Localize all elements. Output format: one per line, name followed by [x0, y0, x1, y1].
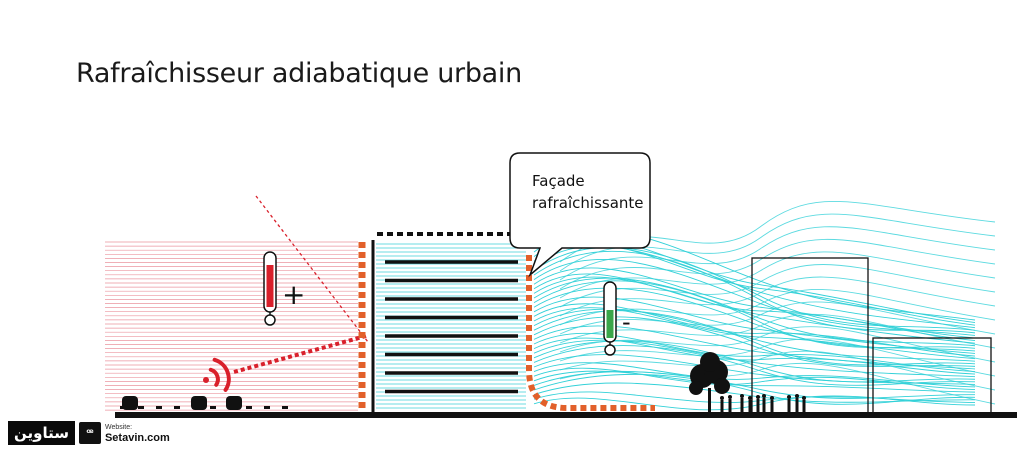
watermark-site: Website: Setavin.com — [105, 422, 170, 444]
hot-symbol: + — [282, 278, 305, 311]
callout-line-1: Façade — [532, 172, 585, 190]
callout-text: Façade rafraîchissante — [532, 170, 644, 214]
diagram-title: Rafraîchisseur adiabatique urbain — [76, 58, 522, 89]
watermark-site-label: Website: — [104, 424, 133, 431]
ground-line — [115, 412, 1017, 418]
building-interior-air — [376, 243, 526, 409]
tree-icon — [689, 352, 730, 414]
cool-symbol: - — [622, 308, 631, 336]
callout-line-2: rafraîchissante — [532, 194, 644, 212]
callout-bubble — [509, 152, 651, 278]
watermark-logo: ستاوین ꟹ Website: Setavin.com — [8, 418, 170, 448]
solar-ray — [255, 195, 369, 343]
radiation-line — [233, 334, 367, 374]
pedestrians-icon — [720, 394, 806, 412]
facade-right — [526, 255, 655, 411]
watermark-brand: ستاوین — [8, 421, 75, 445]
thermometer-cool-icon — [603, 281, 617, 356]
thermometer-hot-icon — [263, 251, 277, 326]
radiation-wave-icon — [203, 357, 231, 392]
watermark-site-url: Setavin.com — [104, 432, 170, 444]
watermark-mark-icon: ꟹ — [78, 422, 101, 444]
building-floors — [385, 260, 518, 394]
hot-air-lines — [104, 241, 358, 411]
road-markings — [120, 406, 288, 409]
